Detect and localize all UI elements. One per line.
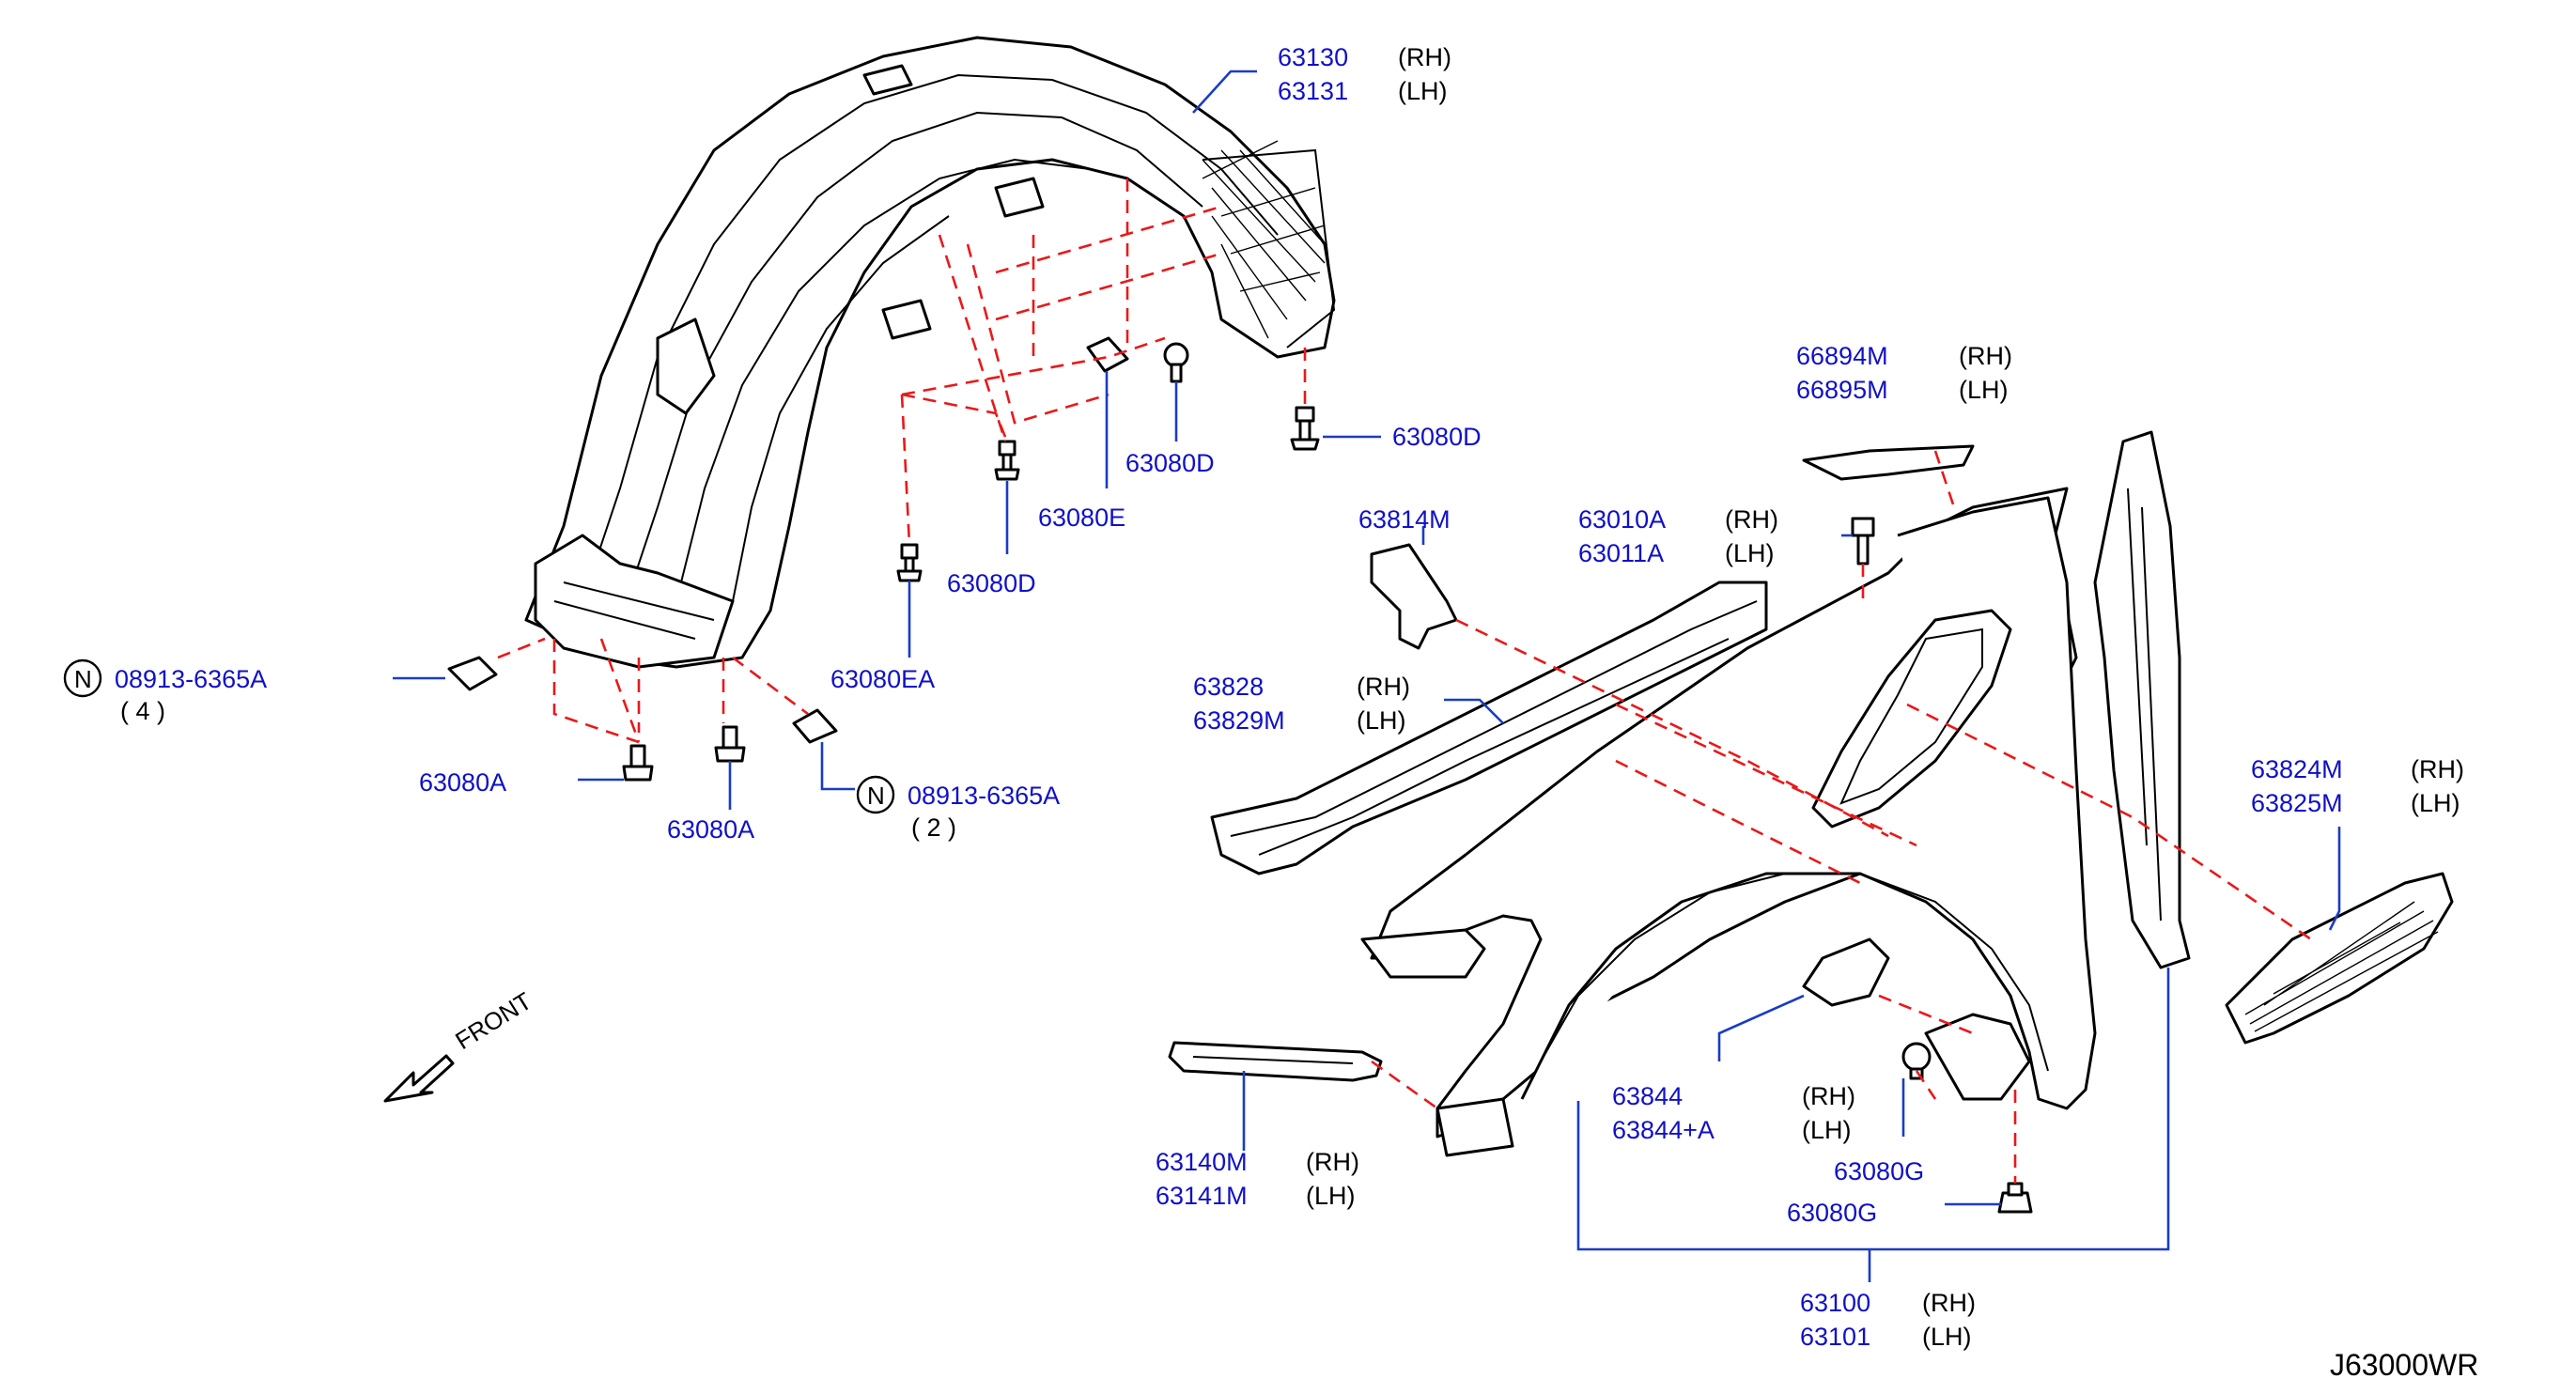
bolt-63080D-b xyxy=(1290,406,1320,451)
fender-liner-part xyxy=(524,36,1336,669)
nut-08913-b xyxy=(792,708,838,744)
label-63140M-side: (RH) xyxy=(1306,1148,1359,1176)
front-direction-arrow: FRONT xyxy=(383,986,536,1103)
fender-seal-part xyxy=(2093,430,2191,969)
label-63829M-side: (LH) xyxy=(1357,706,1406,735)
fender-cover-part xyxy=(1802,444,1975,481)
label-63825M: 63825M xyxy=(2251,789,2343,817)
label-63131-side: (LH) xyxy=(1398,77,1448,105)
label-63080D-mid: 63080D xyxy=(1125,449,1215,477)
label-63844A: 63844+A xyxy=(1612,1116,1715,1144)
label-63141M: 63141M xyxy=(1156,1182,1248,1210)
label-63011A: 63011A xyxy=(1578,539,1664,567)
bolt-63080EA xyxy=(896,543,923,582)
label-63844-side: (RH) xyxy=(1802,1082,1855,1110)
fender-grille-part xyxy=(2225,872,2454,1045)
bolt-63080A-b xyxy=(714,725,746,763)
label-63100: 63100 xyxy=(1800,1289,1870,1317)
bolt-63080A-a xyxy=(622,744,654,782)
label-63824M-side: (RH) xyxy=(2411,755,2464,783)
label-63080G-upper: 63080G xyxy=(1834,1157,1924,1185)
label-63825M-side: (LH) xyxy=(2411,789,2460,817)
label-63140M: 63140M xyxy=(1156,1148,1248,1176)
label-08913-qty2: ( 2 ) xyxy=(911,813,956,842)
clip-63080G-a xyxy=(1901,1042,1932,1080)
bolt-63080D-c xyxy=(994,440,1020,481)
nut-08913-a xyxy=(447,656,498,691)
label-63010A: 63010A xyxy=(1578,505,1666,534)
n-symbol-b: N xyxy=(856,775,895,814)
clip-63080G-b xyxy=(1997,1182,2033,1214)
label-63080EA: 63080EA xyxy=(830,665,935,693)
part-labels: 63130 (RH) 63131 (LH) 63080D 63080D 6308… xyxy=(63,43,2478,1382)
label-63131: 63131 xyxy=(1278,77,1348,105)
bolt-63080D-a xyxy=(1163,342,1189,383)
label-63828: 63828 xyxy=(1193,673,1264,701)
front-label: FRONT xyxy=(450,986,536,1055)
label-63100-side: (RH) xyxy=(1922,1289,1976,1317)
label-63844: 63844 xyxy=(1612,1082,1683,1110)
label-63814M: 63814M xyxy=(1358,505,1451,534)
label-63101-side: (LH) xyxy=(1922,1323,1972,1351)
assembly-lines xyxy=(497,178,2312,1184)
diagram-id: J63000WR xyxy=(2330,1348,2478,1382)
mud-guard-bracket-part xyxy=(1802,937,1890,1007)
leader-lines xyxy=(393,70,2341,1282)
label-63824M: 63824M xyxy=(2251,755,2343,783)
label-63141M-side: (LH) xyxy=(1306,1182,1356,1210)
label-63828-side: (RH) xyxy=(1357,673,1410,701)
label-63080G-lower: 63080G xyxy=(1787,1199,1877,1227)
label-08913-6365A-qty4: 08913-6365A xyxy=(115,665,267,693)
svg-text:N: N xyxy=(74,665,92,693)
label-66895M: 66895M xyxy=(1796,376,1888,404)
svg-text:N: N xyxy=(867,782,885,810)
label-63130: 63130 xyxy=(1278,43,1348,71)
label-08913-qty4: ( 4 ) xyxy=(120,697,165,725)
hood-side-rail-part xyxy=(1210,581,1768,875)
n-symbol-a: N xyxy=(63,658,102,698)
label-63829M: 63829M xyxy=(1193,706,1285,735)
label-63011A-side: (LH) xyxy=(1725,539,1775,567)
label-66894M-side: (RH) xyxy=(1959,342,2012,370)
label-63080A-center: 63080A xyxy=(667,815,754,844)
bolt-63010A xyxy=(1851,517,1875,565)
label-63080D-right: 63080D xyxy=(1392,423,1482,451)
front-spacer-part xyxy=(1168,1041,1383,1082)
label-63844A-side: (LH) xyxy=(1802,1116,1852,1144)
label-63130-side: (RH) xyxy=(1398,43,1451,71)
label-08913-6365A-qty2: 08913-6365A xyxy=(908,782,1060,810)
label-63080E: 63080E xyxy=(1038,503,1125,532)
label-66895M-side: (LH) xyxy=(1959,376,2009,404)
fender-bracket-part xyxy=(1370,543,1458,650)
label-63010A-side: (RH) xyxy=(1725,505,1778,534)
clip-63080E xyxy=(1086,336,1129,373)
label-66894M: 66894M xyxy=(1796,342,1888,370)
label-63080A-left: 63080A xyxy=(419,768,506,797)
label-63101: 63101 xyxy=(1800,1323,1870,1351)
label-63080D-left: 63080D xyxy=(947,569,1036,597)
